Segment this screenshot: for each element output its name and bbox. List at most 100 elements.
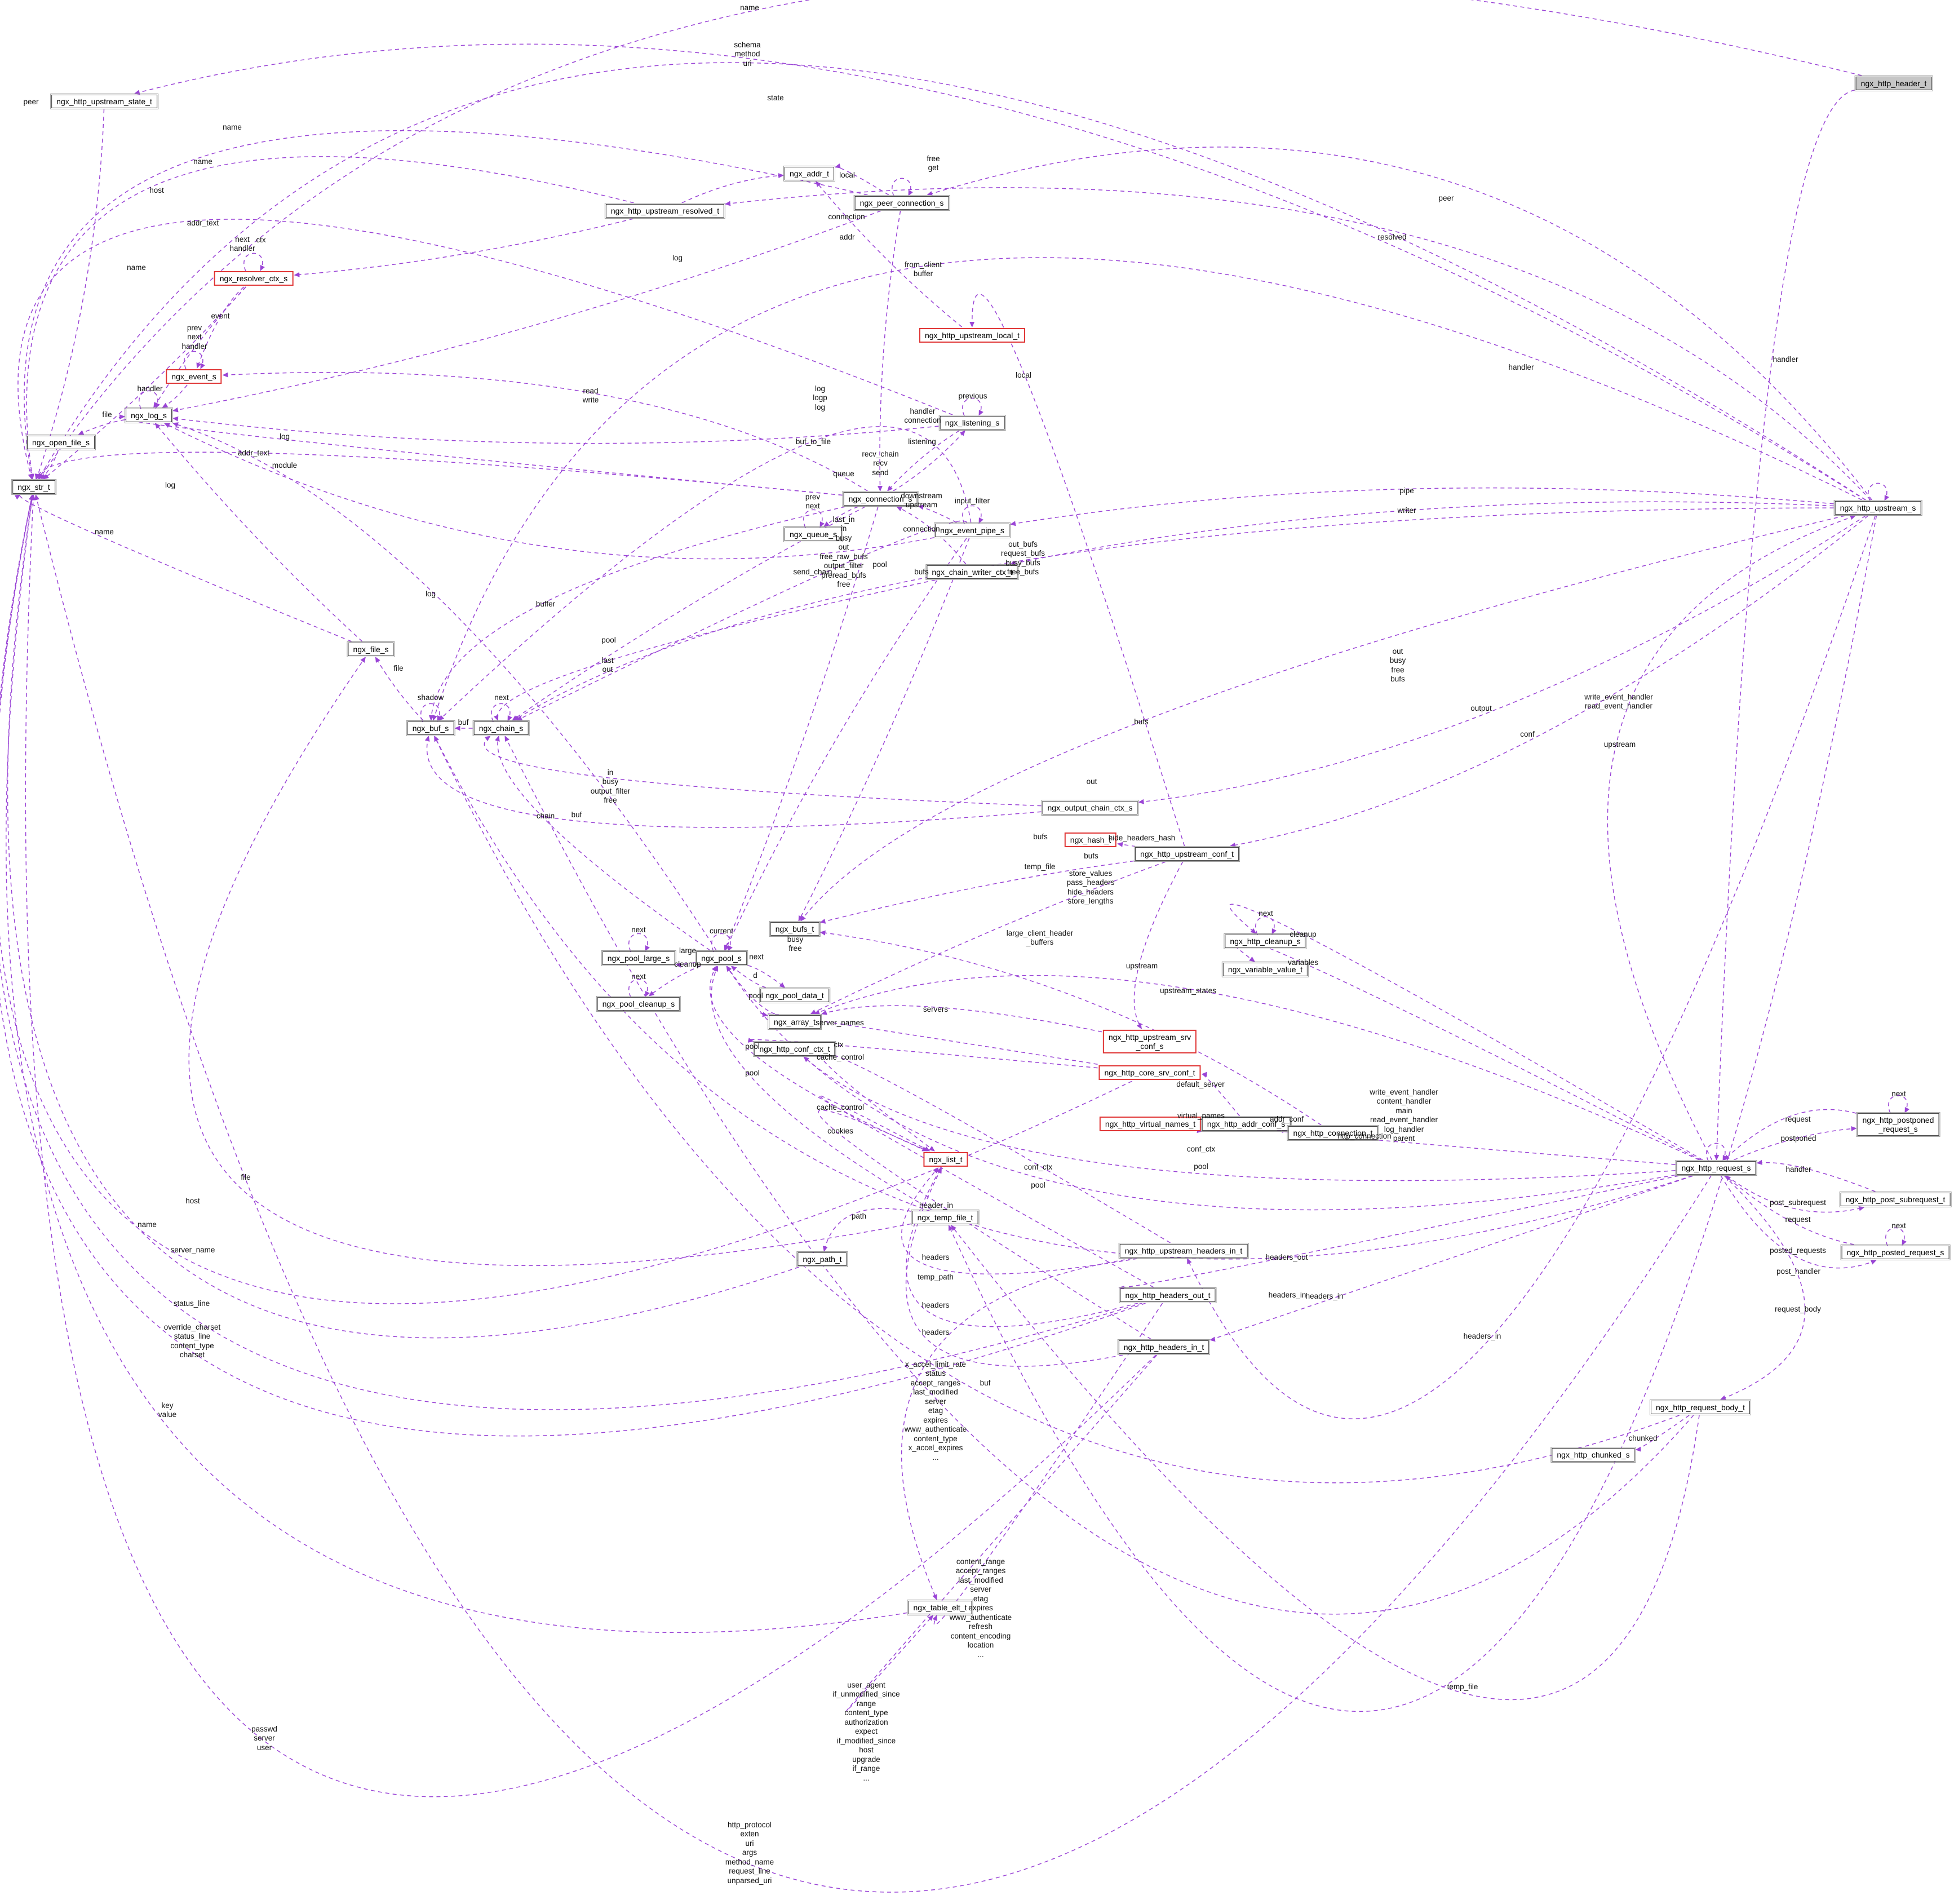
edge-posted_req-request_s bbox=[1725, 1175, 1854, 1245]
node-label: ngx_http_upstream_state_t bbox=[56, 96, 152, 106]
node-conn_s[interactable]: ngx_connection_s bbox=[842, 490, 919, 507]
edge-chain_writer-conn_s bbox=[896, 506, 967, 565]
edge-ups_conf-array_t bbox=[810, 861, 1166, 1015]
node-array_t[interactable]: ngx_array_t bbox=[768, 1013, 822, 1030]
node-log_s[interactable]: ngx_log_s bbox=[125, 407, 173, 424]
node-state_t[interactable]: ngx_http_upstream_state_t bbox=[50, 93, 158, 110]
edge-upstream_s-state_t bbox=[134, 43, 1866, 501]
node-ups_conf[interactable]: ngx_http_upstream_conf_t bbox=[1134, 845, 1240, 862]
edge-pool_large-pool_large bbox=[628, 933, 650, 952]
edge-buf_s-file_s bbox=[375, 657, 424, 721]
edge-http_cleanup-http_cleanup bbox=[1255, 916, 1277, 935]
node-hash_t[interactable]: ngx_hash_t bbox=[1064, 832, 1117, 848]
node-listening[interactable]: ngx_listening_s bbox=[938, 414, 1006, 431]
node-label: ngx_http_connection_t bbox=[1293, 1128, 1373, 1137]
node-local_t[interactable]: ngx_http_upstream_local_t bbox=[919, 327, 1026, 343]
node-label: ngx_http_upstream_srv _conf_s bbox=[1108, 1032, 1191, 1051]
node-addr_conf[interactable]: ngx_http_addr_conf_s bbox=[1200, 1115, 1292, 1132]
node-post_subreq[interactable]: ngx_http_post_subrequest_t bbox=[1839, 1191, 1952, 1208]
node-chunked[interactable]: ngx_http_chunked_s bbox=[1550, 1446, 1636, 1463]
node-req_body[interactable]: ngx_http_request_body_t bbox=[1649, 1399, 1752, 1416]
node-postponed[interactable]: ngx_http_postponed _request_s bbox=[1856, 1112, 1940, 1137]
edge-event_s-event_s bbox=[184, 351, 205, 370]
node-peer_conn[interactable]: ngx_peer_connection_s bbox=[853, 194, 950, 211]
node-label: ngx_log_s bbox=[131, 410, 167, 420]
node-ups_srv_conf[interactable]: ngx_http_upstream_srv _conf_s bbox=[1102, 1029, 1197, 1054]
node-addr_t[interactable]: ngx_addr_t bbox=[783, 165, 836, 182]
edge-file_s-log_s bbox=[154, 423, 363, 642]
node-label: ngx_path_t bbox=[803, 1254, 842, 1264]
node-http_cleanup[interactable]: ngx_http_cleanup_s bbox=[1224, 933, 1307, 950]
node-label: ngx_http_headers_out_t bbox=[1125, 1290, 1211, 1300]
node-buf_s[interactable]: ngx_buf_s bbox=[406, 720, 455, 737]
node-label: ngx_file_s bbox=[353, 644, 389, 654]
node-pipe_s[interactable]: ngx_event_pipe_s bbox=[934, 522, 1011, 539]
edge-request_s-posted_req bbox=[1720, 1175, 1877, 1269]
edge-resolved_t-str_t bbox=[26, 156, 634, 480]
node-label: ngx_bufs_t bbox=[775, 924, 814, 933]
node-label: ngx_http_upstream_local_t bbox=[924, 330, 1020, 340]
node-var_val[interactable]: ngx_variable_value_t bbox=[1221, 961, 1309, 978]
edge-pipe_s-conn_s bbox=[918, 504, 957, 523]
edge-headers_out-list_t bbox=[906, 1167, 1138, 1327]
edge-conn_s-queue_s bbox=[823, 506, 858, 527]
node-headers_out[interactable]: ngx_http_headers_out_t bbox=[1119, 1287, 1217, 1304]
node-resolver[interactable]: ngx_resolver_ctx_s bbox=[214, 271, 294, 286]
node-file_s[interactable]: ngx_file_s bbox=[347, 641, 395, 658]
edge-conn_s-log_s bbox=[118, 414, 843, 496]
node-label: ngx_resolver_ctx_s bbox=[219, 273, 288, 283]
node-label: ngx_http_chunked_s bbox=[1557, 1450, 1630, 1459]
node-pool_large[interactable]: ngx_pool_large_s bbox=[601, 950, 676, 967]
edge-peer_conn-str_t bbox=[24, 130, 868, 480]
node-core_srv[interactable]: ngx_http_core_srv_conf_t bbox=[1098, 1065, 1201, 1081]
node-conf_ctx[interactable]: ngx_http_conf_ctx_t bbox=[753, 1040, 836, 1057]
node-label: ngx_http_upstream_s bbox=[1840, 503, 1916, 512]
edge-upstream_s-str_t bbox=[38, 62, 1866, 501]
node-resolved_t[interactable]: ngx_http_upstream_resolved_t bbox=[604, 202, 726, 219]
edge-resolved_t-addr_t bbox=[681, 173, 784, 203]
node-pool_cleanup[interactable]: ngx_pool_cleanup_s bbox=[596, 995, 681, 1012]
edge-table_elt-str_t bbox=[6, 494, 907, 1633]
node-temp_file[interactable]: ngx_temp_file_t bbox=[911, 1209, 980, 1226]
node-virt_names[interactable]: ngx_http_virtual_names_t bbox=[1099, 1116, 1202, 1132]
node-header_t[interactable]: ngx_http_header_t bbox=[1854, 75, 1933, 92]
node-request_s[interactable]: ngx_http_request_s bbox=[1675, 1159, 1757, 1176]
node-label: ngx_queue_s bbox=[789, 529, 838, 539]
node-http_conn[interactable]: ngx_http_connection_t bbox=[1287, 1124, 1379, 1141]
edge-request_s-str_t bbox=[34, 494, 1712, 1893]
node-pool_s[interactable]: ngx_pool_s bbox=[695, 950, 748, 967]
node-bufs_t[interactable]: ngx_bufs_t bbox=[769, 920, 821, 937]
edge-header_t-request_s bbox=[1714, 90, 1855, 1161]
node-chain_writer[interactable]: ngx_chain_writer_ctx_t bbox=[925, 564, 1019, 581]
node-out_chain[interactable]: ngx_output_chain_ctx_s bbox=[1041, 799, 1139, 816]
node-chain_s[interactable]: ngx_chain_s bbox=[472, 720, 530, 737]
edge-ups_headers_in-list_t bbox=[818, 1051, 1171, 1243]
node-path_t[interactable]: ngx_path_t bbox=[796, 1251, 848, 1268]
node-label: ngx_output_chain_ctx_s bbox=[1047, 803, 1133, 812]
edge-conn_s-listening bbox=[893, 430, 965, 492]
node-list_t[interactable]: ngx_list_t bbox=[923, 1152, 968, 1167]
edge-conn_s-pool_s bbox=[724, 506, 879, 951]
node-label: ngx_chain_writer_ctx_t bbox=[932, 567, 1013, 577]
node-posted_req[interactable]: ngx_http_posted_request_s bbox=[1840, 1244, 1951, 1261]
edge-conn_s-chain_s bbox=[512, 506, 866, 721]
node-table_elt[interactable]: ngx_table_elt_t bbox=[907, 1599, 973, 1616]
edge-post_subreq-request_s bbox=[1756, 1159, 1876, 1192]
node-open_file[interactable]: ngx_open_file_s bbox=[26, 434, 96, 451]
node-label: ngx_http_upstream_resolved_t bbox=[610, 206, 720, 215]
node-queue_s[interactable]: ngx_queue_s bbox=[783, 526, 844, 543]
edge-pool_s-chain_s bbox=[495, 736, 711, 951]
node-upstream_s[interactable]: ngx_http_upstream_s bbox=[1833, 499, 1922, 516]
edge-request_s-array_t bbox=[814, 975, 1700, 1161]
node-label: ngx_http_post_subrequest_t bbox=[1845, 1194, 1946, 1204]
node-pool_data[interactable]: ngx_pool_data_t bbox=[759, 987, 830, 1004]
node-str_t[interactable]: ngx_str_t bbox=[11, 479, 56, 495]
edge-resolver-event_s bbox=[196, 286, 245, 369]
node-headers_in[interactable]: ngx_http_headers_in_t bbox=[1117, 1339, 1211, 1356]
edge-pool_s-pool_cleanup bbox=[648, 966, 701, 997]
edge-upstream_s-chain_writer bbox=[1009, 501, 1834, 566]
node-ups_headers_in[interactable]: ngx_http_upstream_headers_in_t bbox=[1118, 1242, 1249, 1259]
edge-upstream_s-upstream_s bbox=[1868, 482, 1889, 502]
node-event_s[interactable]: ngx_event_s bbox=[166, 369, 222, 384]
edge-upstream_s-pipe_s bbox=[1010, 487, 1834, 526]
